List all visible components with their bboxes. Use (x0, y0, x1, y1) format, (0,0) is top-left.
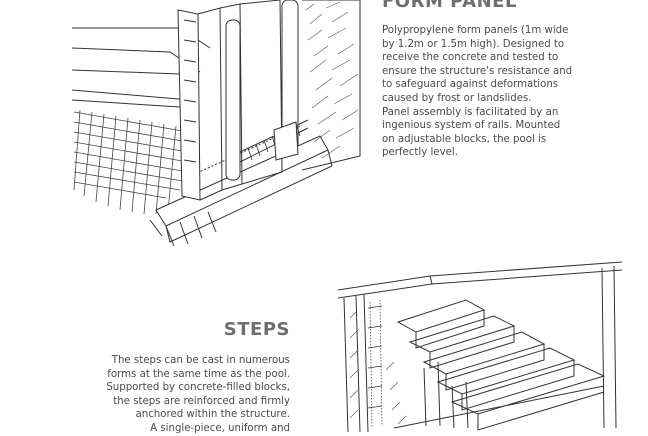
text-line: Supported by concrete-filled blocks, (106, 382, 290, 394)
text-line: by 1.2m or 1.5m high). Designed to (382, 38, 565, 50)
text-line: anchored within the structure. (135, 409, 291, 421)
steps-description: The steps can be cast in numerous forms … (90, 354, 290, 436)
text-line: Panel assembly is facilitated by an (382, 106, 559, 118)
text-line: to safeguard against deformations (382, 79, 559, 91)
text-line: caused by frost or landslides. (382, 92, 532, 104)
text-line: A single-piece, uniform and (150, 422, 290, 434)
text-line: the steps are reinforced and firmly (113, 395, 290, 407)
text-line: receive the concrete and tested to (382, 52, 559, 64)
text-line: ensure the structure's resistance and (382, 65, 573, 77)
text-line: Polypropylene form panels (1m wide (382, 25, 569, 36)
text-line: ingenious system of rails. Mounted (382, 120, 561, 132)
form-panel-illustration (71, 0, 361, 247)
steps-title: STEPS (223, 319, 290, 340)
text-line: forms at the same time as the pool. (107, 368, 290, 380)
text-line: on adjustable blocks, the pool is (382, 133, 547, 145)
form-panel-description: Polypropylene form panels (1m wide by 1.… (382, 24, 582, 160)
text-line: The steps can be cast in numerous (111, 355, 290, 366)
text-line: perfectly level. (382, 147, 458, 159)
form-panel-title: FORM PANEL (382, 0, 517, 12)
steps-illustration (337, 261, 623, 432)
